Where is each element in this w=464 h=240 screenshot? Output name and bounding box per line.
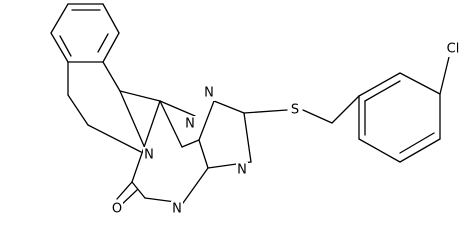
- atom-label-background: [184, 116, 196, 132]
- atom-label-o: O: [112, 202, 122, 217]
- bond-33: [399, 72, 441, 95]
- atom-label-background: [111, 201, 123, 217]
- bond-22: [243, 109, 288, 114]
- bond-group: [50, 3, 450, 209]
- bond-14: [119, 90, 145, 147]
- bond-25: [198, 139, 209, 169]
- molecule-diagram: ClS O N N N N N: [50, 3, 463, 217]
- bond-39: [399, 132, 435, 154]
- bond-41: [439, 56, 450, 95]
- atom-label-background: [203, 85, 215, 101]
- bond-36: [358, 138, 401, 163]
- bond-18: [159, 100, 183, 148]
- atom-label-n_pyrimidine: N: [172, 202, 182, 217]
- bond-1: [102, 3, 120, 34]
- bond-23: [243, 112, 252, 163]
- bond-38: [364, 80, 401, 102]
- bond-10: [67, 94, 89, 126]
- bond-21: [213, 100, 245, 114]
- atom-label-group: ClS O N N N N N: [111, 41, 463, 217]
- bond-26: [182, 167, 209, 204]
- bond-2: [102, 32, 120, 63]
- bond-5: [50, 3, 69, 34]
- atom-label-background: [443, 41, 463, 57]
- atom-label-n_triazole_right: N: [237, 163, 247, 178]
- atom-label-cl: Cl: [447, 42, 460, 57]
- atom-label-background: [236, 162, 248, 178]
- bond-35: [399, 138, 441, 163]
- bond-19: [181, 139, 200, 148]
- atom-label-background: [171, 201, 183, 217]
- atom-label-n_triazole_top: N: [204, 86, 214, 101]
- bond-20: [198, 100, 215, 141]
- atom-label-s: S: [291, 103, 299, 118]
- atom-label-n_fused: N: [185, 117, 195, 132]
- bond-12: [102, 61, 121, 92]
- bond-17: [116, 181, 133, 200]
- atom-label-background: [143, 147, 155, 163]
- bond-13: [119, 90, 161, 102]
- bond-15: [159, 100, 196, 117]
- bond-30: [302, 109, 333, 124]
- bond-28: [131, 181, 146, 199]
- bond-7: [97, 33, 109, 53]
- bond-16: [131, 100, 161, 183]
- atom-label-background: [289, 102, 301, 118]
- bond-31: [331, 95, 360, 124]
- bond-8: [59, 35, 72, 57]
- bond-32: [358, 72, 401, 97]
- atom-label-n_amide: N: [144, 148, 154, 163]
- bond-11: [87, 124, 142, 153]
- bond-4: [50, 32, 69, 63]
